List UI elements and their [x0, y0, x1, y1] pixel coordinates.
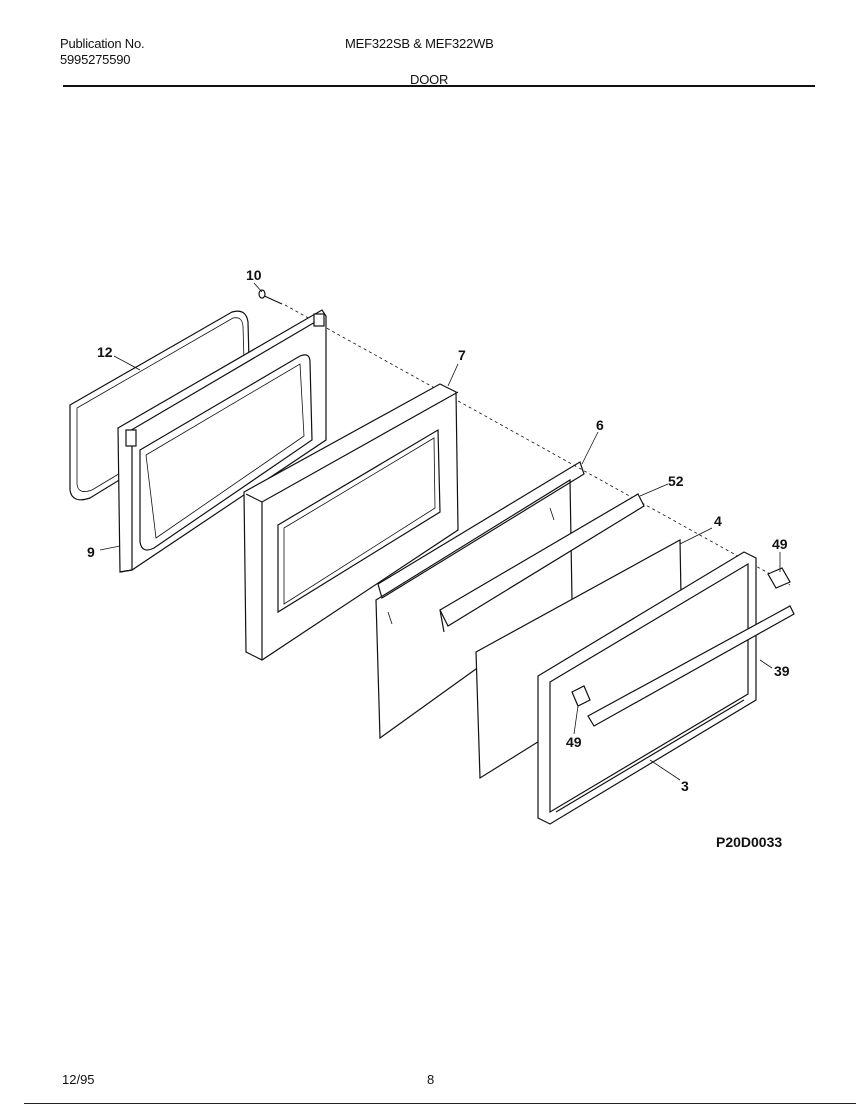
callout-7: 7: [458, 347, 466, 363]
model-numbers: MEF322SB & MEF322WB: [345, 36, 494, 51]
callout-49-top: 49: [772, 536, 788, 552]
callout-10: 10: [246, 267, 262, 283]
alignment-line: [284, 304, 791, 586]
leader-lines: [99, 282, 781, 781]
figure-code: P20D0033: [716, 834, 783, 850]
callout-49-bottom: 49: [566, 734, 582, 750]
part-9-inner-door: [117, 309, 327, 573]
publication-number: 5995275590: [60, 52, 131, 67]
callout-39: 39: [774, 663, 790, 679]
part-10-screw: [258, 289, 283, 305]
callout-52: 52: [668, 473, 684, 489]
publication-label: Publication No.: [60, 36, 145, 51]
section-title: DOOR: [410, 72, 449, 87]
footer-rule: [24, 1103, 856, 1104]
part-52-channel: [439, 493, 645, 633]
callout-6: 6: [596, 417, 604, 433]
footer-date: 12/95: [62, 1072, 95, 1087]
callout-12: 12: [97, 344, 113, 360]
footer-page-number: 8: [427, 1072, 435, 1087]
part-39-handle: [587, 605, 795, 727]
callout-9: 9: [87, 544, 95, 560]
part-49-end-cap-right: [767, 567, 791, 589]
part-7-outer-door: [243, 383, 459, 661]
header-rule: [63, 85, 815, 87]
callout-3: 3: [681, 778, 689, 794]
part-49-end-cap-left: [571, 685, 591, 707]
callout-4: 4: [714, 513, 722, 529]
